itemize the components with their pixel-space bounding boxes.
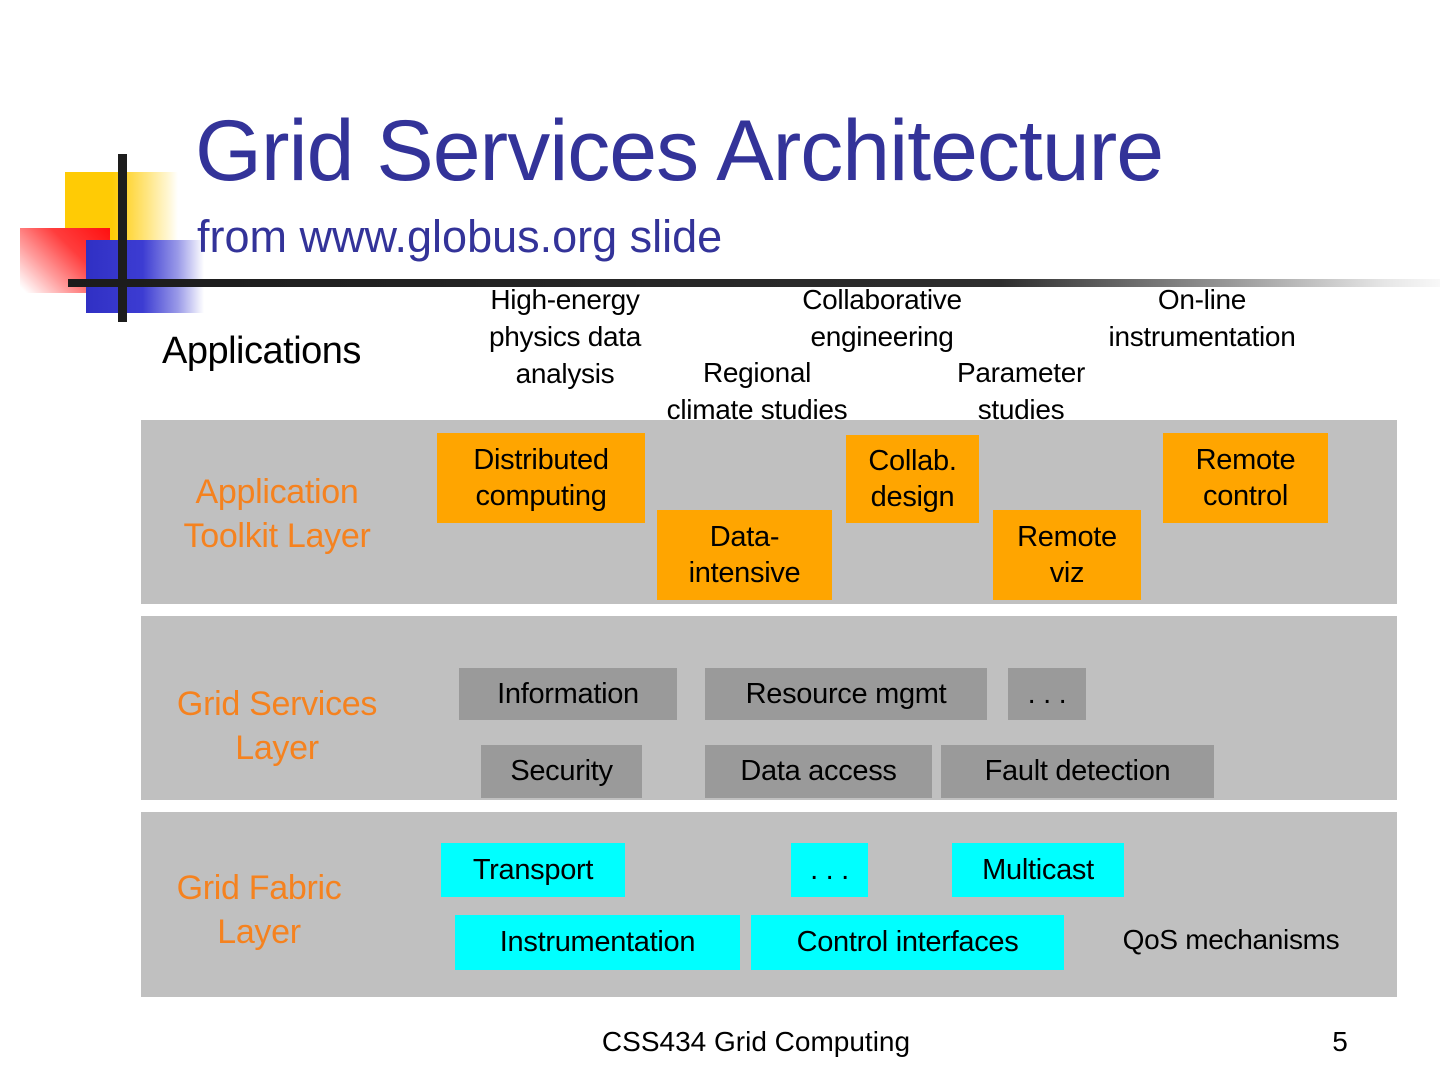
services-box-resource-mgmt: Resource mgmt <box>705 668 987 720</box>
application-online-instrumentation: On-line instrumentation <box>1108 284 1296 352</box>
services-box-ellipsis: . . . <box>1008 668 1086 720</box>
slide-subtitle: from www.globus.org slide <box>197 211 723 262</box>
fabric-note-qos-mechanisms: QoS mechanisms <box>1122 924 1340 955</box>
application-regional-climate: Regional climate studies <box>666 357 848 425</box>
grid-fabric-layer-band: Grid Fabric Layer Transport . . . Multic… <box>141 812 1397 997</box>
application-toolkit-layer-label: Application Toolkit Layer <box>183 473 371 555</box>
footer-page-number: 5 <box>1332 1026 1348 1057</box>
toolkit-box-collab-design: Collab. design <box>846 435 979 523</box>
decor-vertical-bar <box>118 154 127 322</box>
grid-fabric-layer-label: Grid Fabric Layer <box>176 869 342 951</box>
fabric-box-instrumentation: Instrumentation <box>455 915 740 970</box>
applications-label: Applications <box>162 330 361 372</box>
services-box-fault-detection: Fault detection <box>941 745 1214 798</box>
services-box-data-access: Data access <box>705 745 932 798</box>
toolkit-box-remote-control: Remote control <box>1163 433 1328 523</box>
grid-services-layer-band: Grid Services Layer Information Resource… <box>141 616 1397 800</box>
services-box-information: Information <box>459 668 677 720</box>
decor-blue-square <box>86 240 204 313</box>
fabric-box-control-interfaces: Control interfaces <box>751 915 1064 970</box>
application-collaborative-engineering: Collaborative engineering <box>802 284 962 352</box>
grid-services-layer-label: Grid Services Layer <box>176 685 378 767</box>
fabric-box-ellipsis: . . . <box>791 843 868 897</box>
services-box-security: Security <box>481 745 642 798</box>
fabric-box-transport: Transport <box>441 843 625 897</box>
title-divider-rule <box>68 279 1440 287</box>
application-parameter-studies: Parameter studies <box>956 357 1086 425</box>
application-high-energy-physics: High-energy physics data analysis <box>488 284 642 389</box>
toolkit-box-distributed-computing: Distributed computing <box>437 433 645 523</box>
toolkit-box-remote-viz: Remote viz <box>993 510 1141 600</box>
footer-course-title: CSS434 Grid Computing <box>601 1026 911 1057</box>
fabric-box-multicast: Multicast <box>952 843 1124 897</box>
slide-title: Grid Services Architecture <box>195 103 1164 199</box>
application-toolkit-layer-band: Application Toolkit Layer Distributed co… <box>141 420 1397 604</box>
toolkit-box-data-intensive: Data-intensive <box>657 510 832 600</box>
